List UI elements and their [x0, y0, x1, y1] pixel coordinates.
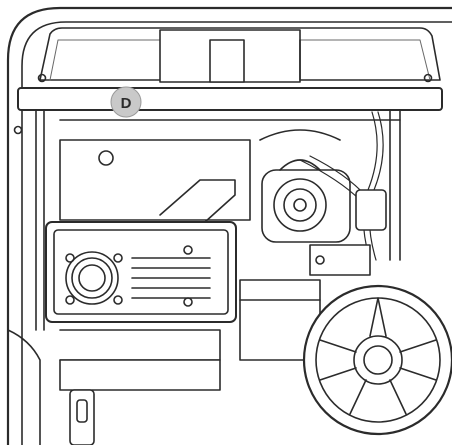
muffler [45, 221, 237, 361]
recoil-starter [261, 159, 351, 243]
exhaust-pipe [159, 179, 236, 223]
tubular-frame [6, 6, 452, 445]
frame-bolt [13, 125, 23, 135]
engine-base [59, 279, 321, 391]
support-foot [69, 389, 95, 445]
callout-label: D [121, 95, 132, 112]
callout-badge [110, 86, 142, 118]
fuel-tank [17, 27, 443, 111]
callout-d: D [110, 86, 142, 118]
carburetor [309, 189, 387, 276]
wheel [302, 284, 452, 436]
